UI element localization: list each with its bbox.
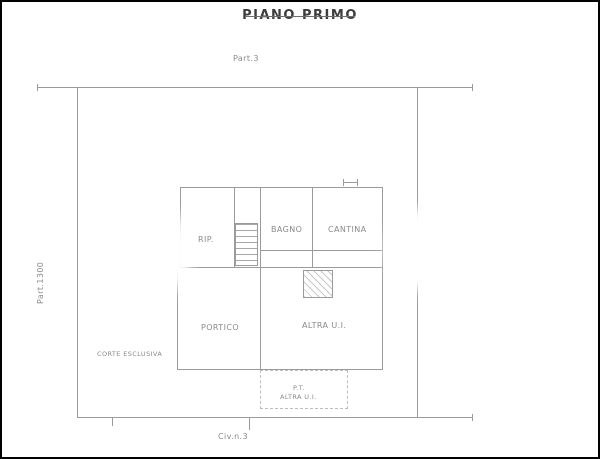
parcel-boundary-bottom [77, 417, 472, 418]
room-label-altra-ui: ALTRA U.I. [302, 321, 347, 330]
title-strike-line [245, 16, 355, 17]
corridor-wall [260, 250, 382, 251]
label-corte-esclusiva: CORTE ESCLUSIVA [97, 350, 163, 358]
civic-number-label: Civ.n.3 [218, 432, 248, 441]
wall-stairs-bagno [260, 187, 261, 267]
tick-bottom-right [472, 414, 473, 421]
label-altra-ui-bottom: ALTRA U.I. [280, 393, 317, 401]
altra-ui-extension [260, 370, 348, 409]
tick-top-right [472, 84, 473, 91]
redaction-blob-left [120, 205, 192, 297]
room-label-rip: RIP. [198, 235, 214, 244]
parcel-top-label: Part.3 [233, 54, 259, 63]
dim-tick-2 [357, 179, 358, 186]
wall-rip-stairs [234, 187, 235, 267]
staircase [235, 223, 258, 266]
dim-line [343, 182, 357, 183]
parcel-boundary-left [77, 87, 78, 417]
tick-bottom-left [112, 417, 113, 426]
civic-pointer-line [249, 417, 250, 430]
room-label-bagno: BAGNO [271, 225, 303, 234]
room-label-cantina: CANTINA [328, 225, 367, 234]
tick-top-left [37, 84, 38, 91]
wall-bagno-cantina [312, 187, 313, 267]
label-altra-ui-bottom-floor: P.T. [293, 384, 305, 392]
parcel-boundary-top [37, 87, 472, 88]
redaction-blob-right-3 [442, 237, 502, 302]
room-label-portico: PORTICO [201, 323, 240, 332]
building-lower-block [177, 267, 383, 370]
entry-stair-hatch [303, 270, 333, 298]
wall-portico-altra [260, 267, 261, 370]
page-title: PIANO PRIMO [242, 8, 358, 23]
parcel-left-label: Part.1300 [36, 261, 45, 304]
